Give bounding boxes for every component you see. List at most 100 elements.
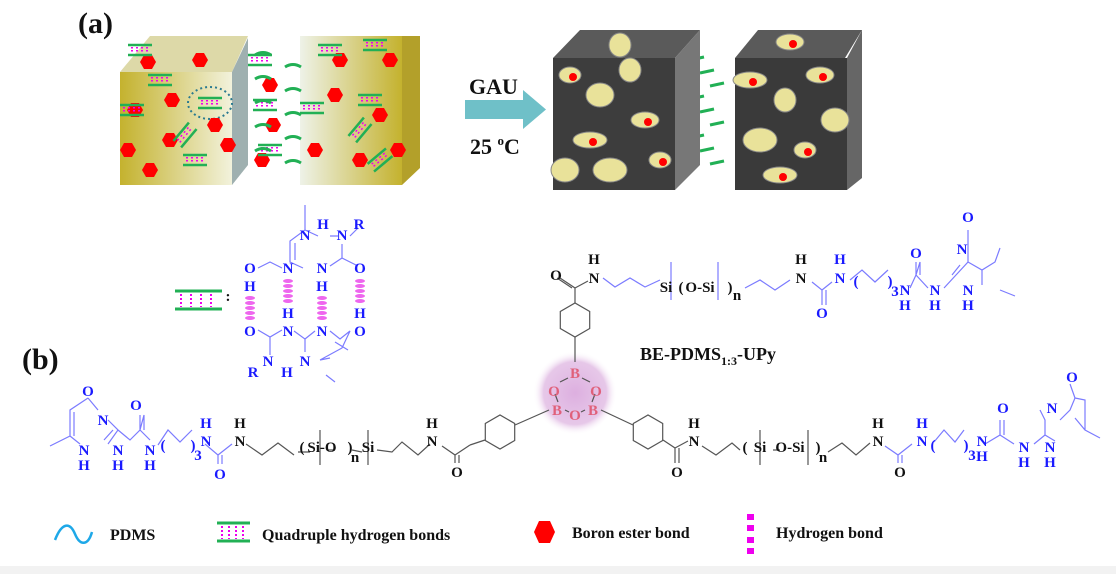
- atom-label: N: [300, 228, 311, 244]
- hydrogen-bond-dash: [283, 279, 293, 283]
- bond: [49, 397, 151, 447]
- quadruple-hydrogen-bond-icon: [217, 521, 250, 543]
- atom-label: H: [426, 416, 438, 432]
- atom-label: H: [588, 252, 600, 268]
- bottom-strip: [0, 566, 1116, 574]
- atom-label: (: [679, 280, 684, 296]
- atom-label: ): [888, 274, 893, 290]
- pore: [592, 157, 628, 183]
- atom-label: (: [854, 274, 859, 290]
- boron-ester-marker: [265, 118, 281, 132]
- atom-label: N: [79, 443, 90, 459]
- boron-ester-marker: [372, 108, 388, 122]
- atom-label: R: [354, 217, 365, 233]
- atom-label: O: [548, 384, 560, 400]
- dimer-hydrogen-bonds: [245, 279, 365, 320]
- atom-label: H: [234, 416, 246, 432]
- hydrogen-bond-dash: [283, 294, 293, 298]
- bond: [559, 302, 591, 338]
- upy-dimer-marker: [248, 53, 272, 67]
- atom-label: N: [900, 283, 911, 299]
- atom-label: H: [78, 458, 90, 474]
- atom-label: n: [351, 450, 360, 466]
- atom-label: N: [283, 324, 294, 340]
- atom-label: O: [910, 246, 922, 262]
- boron-ester-marker: [120, 143, 136, 157]
- pore: [550, 157, 580, 183]
- atom-label: (: [161, 438, 166, 454]
- boron-ester-marker: [779, 173, 787, 181]
- hydrogen-bond-dash: [317, 301, 327, 305]
- upy-dimer-marker: [120, 103, 144, 117]
- atom-label: 3: [968, 448, 976, 464]
- bond: [257, 329, 351, 383]
- hydrogen-bond-dash: [355, 279, 365, 283]
- boron-ester-marker: [390, 143, 406, 157]
- atom-label: N: [589, 271, 600, 287]
- atom-label: N: [98, 413, 109, 429]
- atom-label: O-Si: [775, 440, 804, 456]
- panel-a-label: (a): [78, 7, 113, 40]
- boron-ester-marker: [164, 93, 180, 107]
- boron-ester-marker: [207, 118, 223, 132]
- bond: [884, 383, 1101, 463]
- atom-label: O: [1066, 370, 1078, 386]
- pore: [608, 32, 632, 58]
- atom-label: N: [835, 271, 846, 287]
- bond: [556, 277, 589, 362]
- atom-label: 3: [891, 284, 899, 300]
- boron-ester-marker: [262, 78, 278, 92]
- dangling-chain: [284, 135, 302, 141]
- hydrogen-bond-dash: [245, 301, 255, 305]
- boron-ester-marker: [352, 153, 368, 167]
- atom-label: H: [282, 306, 294, 322]
- atom-label: H: [688, 416, 700, 432]
- dangling-chain: [284, 63, 302, 69]
- legend-label-quadruple: Quadruple hydrogen bonds: [262, 527, 450, 544]
- dangling-chain: [254, 51, 272, 57]
- atom-label: O: [244, 324, 256, 340]
- atom-label: H: [899, 298, 911, 314]
- bond: [257, 205, 359, 269]
- atom-label: N: [113, 443, 124, 459]
- boron-ester-marker: [307, 143, 323, 157]
- atom-label: N: [963, 283, 974, 299]
- boron-ester-marker: [589, 138, 597, 146]
- boron-ester-marker: [162, 133, 178, 147]
- atom-label: O-Si: [685, 280, 714, 296]
- atom-label: O: [569, 408, 581, 424]
- atom-label: N: [145, 443, 156, 459]
- hydrogen-bond-dashes-icon: [747, 514, 754, 554]
- upy-dimer-marker: [318, 43, 342, 57]
- dangling-chain: [709, 159, 725, 166]
- hydrogen-bond-dash: [355, 294, 365, 298]
- arrow-label-temperature: 25 oC: [470, 133, 520, 159]
- boron-ester-marker: [192, 53, 208, 67]
- upy-dimer-marker: [198, 96, 222, 110]
- atom-label: O: [354, 261, 366, 277]
- upy-dimer-marker: [300, 101, 324, 115]
- hydrogen-bond-dash: [355, 299, 365, 303]
- atom-label: n: [819, 450, 828, 466]
- atom-label: N: [283, 261, 294, 277]
- atom-label: O: [997, 401, 1009, 417]
- atom-label: H: [976, 449, 988, 465]
- atom-label: ): [728, 280, 733, 296]
- atom-label: H: [317, 217, 329, 233]
- boron-ester-marker: [789, 40, 797, 48]
- pore: [618, 57, 642, 83]
- gau-arrow: [465, 90, 546, 129]
- arrow-label-gau: GAU: [469, 74, 518, 99]
- atom-label: ): [191, 438, 196, 454]
- hydrogen-bond-dash: [245, 311, 255, 315]
- upy-dimer-marker: [148, 73, 172, 87]
- upy-dimer-marker: [358, 93, 382, 107]
- atom-label: O: [894, 465, 906, 481]
- legend: PDMS Quadruple hydrogen bonds Boron este…: [53, 514, 883, 554]
- atom-label: Si-O: [307, 440, 336, 456]
- atom-label: O: [244, 261, 256, 277]
- atom-label: H: [916, 416, 928, 432]
- pore: [773, 87, 797, 113]
